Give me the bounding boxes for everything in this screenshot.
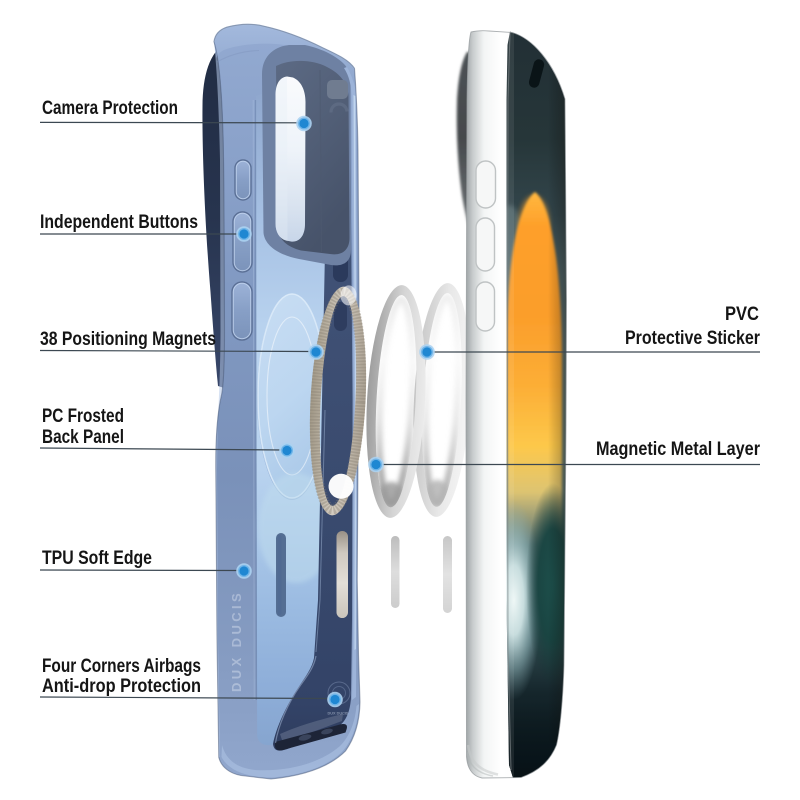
svg-text:PC Frosted: PC Frosted (42, 406, 124, 427)
svg-text:DUX DUCIS: DUX DUCIS (229, 590, 244, 692)
svg-text:Four Corners Airbags: Four Corners Airbags (42, 656, 201, 677)
svg-text:TPU Soft Edge: TPU Soft Edge (42, 548, 152, 569)
svg-text:Independent Buttons: Independent Buttons (40, 212, 198, 233)
svg-text:Anti-drop Protection: Anti-drop Protection (42, 676, 201, 697)
svg-text:38 Positioning Magnets: 38 Positioning Magnets (40, 329, 216, 350)
svg-text:Back Panel: Back Panel (42, 427, 124, 448)
svg-text:Camera Protection: Camera Protection (42, 98, 178, 119)
svg-text:PVC: PVC (725, 304, 759, 325)
svg-text:DUX DUCIS: DUX DUCIS (328, 712, 349, 716)
svg-text:Protective Sticker: Protective Sticker (625, 328, 761, 349)
svg-text:Magnetic Metal Layer: Magnetic Metal Layer (596, 439, 761, 460)
